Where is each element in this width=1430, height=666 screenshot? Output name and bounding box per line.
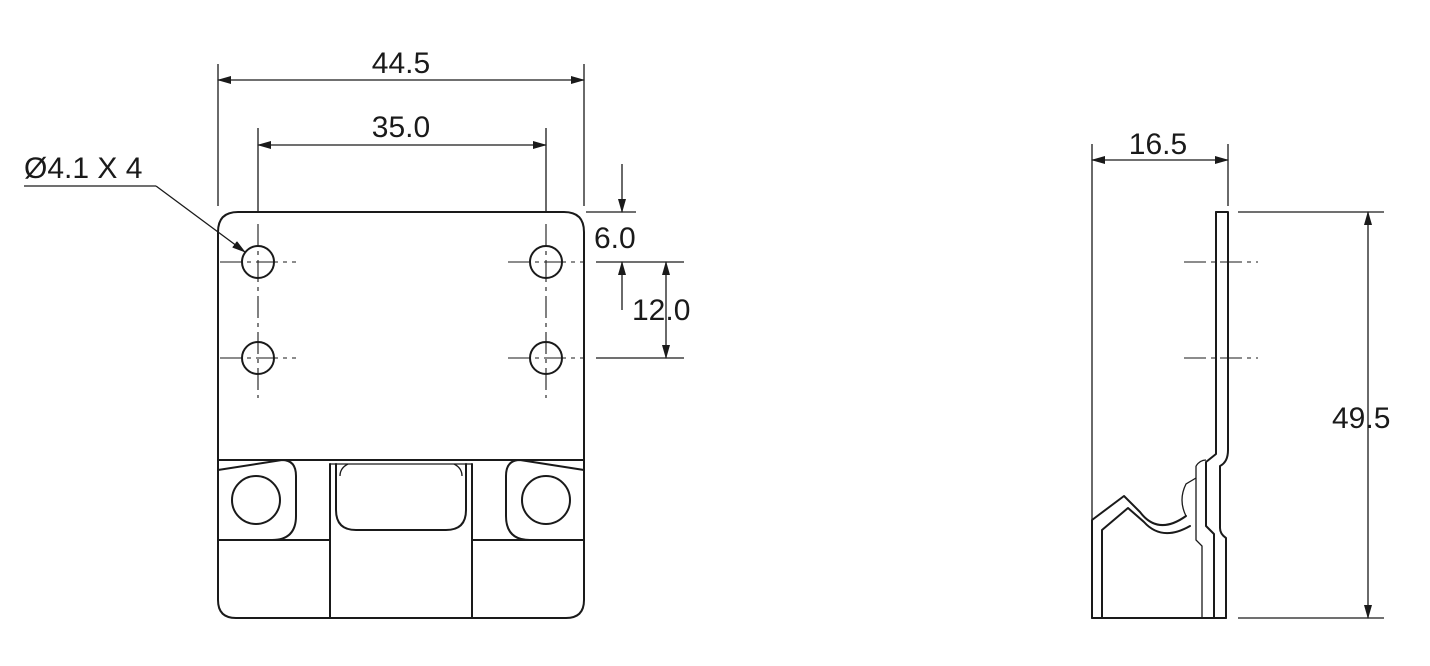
hole-callout-label: Ø4.1 X 4 bbox=[24, 152, 142, 185]
side-view: 16.5 49.5 bbox=[1091, 128, 1390, 619]
dim-label-overall-width: 44.5 bbox=[372, 47, 430, 80]
knuckle-right-hole bbox=[521, 475, 571, 525]
dim-label-hole-spacing-x: 35.0 bbox=[372, 111, 430, 144]
dim-label-hole-spacing-y: 12.0 bbox=[632, 294, 690, 327]
dim-label-top-edge-to-hole: 6.0 bbox=[594, 222, 636, 255]
side-plate bbox=[1215, 211, 1229, 619]
center-latch bbox=[335, 463, 467, 531]
mounting-holes bbox=[241, 245, 563, 375]
dim-depth: 16.5 bbox=[1091, 128, 1229, 612]
dim-label-depth: 16.5 bbox=[1129, 128, 1187, 161]
dim-top-edge-to-hole: 6.0 bbox=[586, 164, 684, 310]
dim-overall-width: 44.5 bbox=[217, 47, 585, 206]
side-latch bbox=[1091, 495, 1187, 619]
plate-outline bbox=[217, 211, 585, 461]
hinge-outline bbox=[217, 459, 585, 619]
dim-label-height: 49.5 bbox=[1332, 402, 1390, 435]
knuckle-left-boss bbox=[217, 459, 297, 541]
dim-height: 49.5 bbox=[1238, 211, 1390, 619]
front-view: 44.5 35.0 Ø4.1 X 4 6.0 12.0 bbox=[24, 47, 690, 619]
hole-centerlines bbox=[220, 224, 584, 398]
dim-hole-spacing-x: 35.0 bbox=[257, 111, 547, 212]
dim-hole-spacing-y: 12.0 bbox=[596, 261, 690, 359]
hole-callout: Ø4.1 X 4 bbox=[24, 152, 246, 253]
knuckle-right-boss bbox=[505, 459, 585, 541]
knuckle-left-hole bbox=[231, 475, 281, 525]
